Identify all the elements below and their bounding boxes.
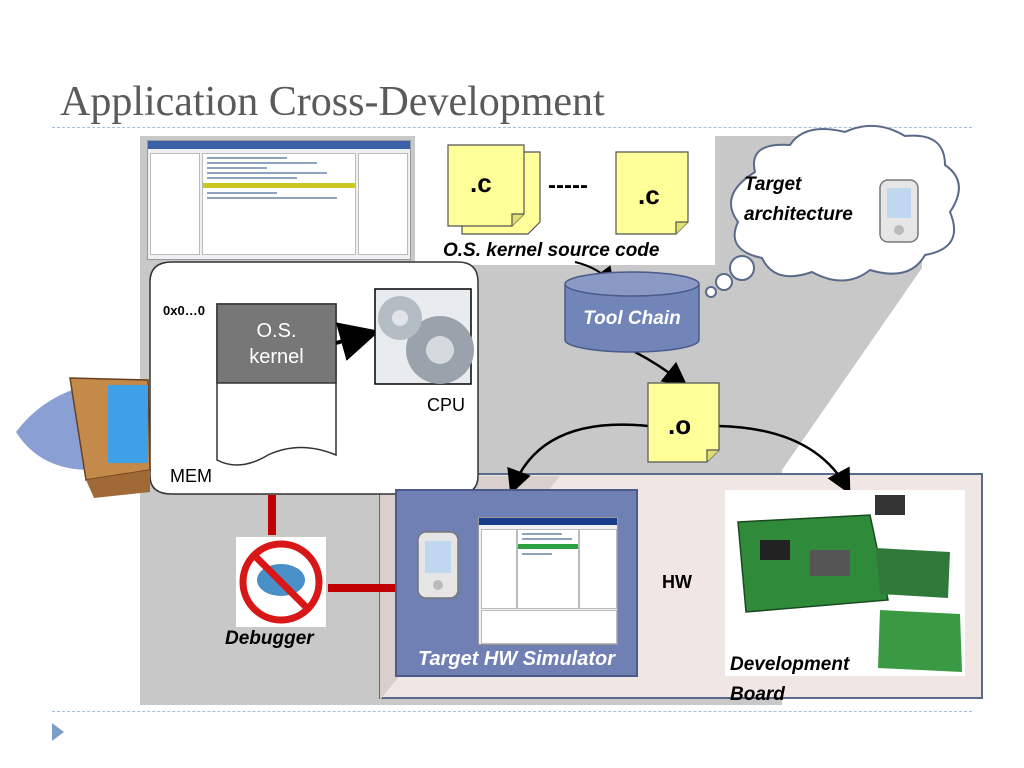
footer-rule	[52, 711, 972, 712]
source-caption: O.S. kernel source code	[443, 240, 660, 261]
page-title: Application Cross-Development	[60, 79, 605, 125]
cloud-line-2: architecture	[744, 204, 853, 225]
simulator-label: Target HW Simulator	[417, 648, 616, 670]
toolchain-label: Tool Chain	[583, 308, 681, 329]
simulator-screenshot	[478, 517, 618, 645]
circuit-board-icon	[725, 490, 965, 676]
arrow-kernel-to-cpu	[335, 322, 380, 361]
pda-icon	[879, 179, 919, 243]
object-file-label: .o	[668, 410, 692, 440]
arrow-object-to-simulator	[507, 423, 649, 495]
board-label: Development Board	[730, 650, 849, 710]
hw-label: HW	[662, 572, 692, 592]
mem-label: MEM	[170, 466, 212, 486]
title-rule	[52, 127, 972, 128]
source-file-right: .c	[638, 180, 660, 210]
source-file-left: .c	[470, 168, 492, 198]
arrow-toolchain-to-object	[634, 350, 688, 388]
pda-icon	[417, 531, 459, 599]
toolchain-cylinder	[564, 271, 700, 353]
no-bug-icon	[236, 537, 326, 627]
debugger-label: Debugger	[225, 628, 314, 649]
crt-monitor-icon	[16, 377, 151, 498]
object-note	[647, 382, 720, 463]
os-kernel-line-2: kernel	[249, 346, 304, 368]
board-line-2: Board	[730, 684, 785, 705]
os-kernel-label: O.S. kernel	[217, 318, 336, 370]
arrow-object-to-board	[717, 424, 851, 495]
os-kernel-line-1: O.S.	[256, 320, 297, 342]
memory-address: 0x0…0	[163, 303, 205, 318]
bullet-icon	[52, 723, 64, 741]
source-notes	[447, 144, 689, 235]
cpu-label: CPU	[427, 395, 466, 415]
gear-icon	[374, 288, 474, 385]
ide-screenshot	[147, 140, 411, 260]
board-line-1: Development	[730, 654, 850, 675]
ellipsis-dashes: -----	[548, 172, 588, 199]
cloud-line-1: Target	[744, 174, 802, 195]
